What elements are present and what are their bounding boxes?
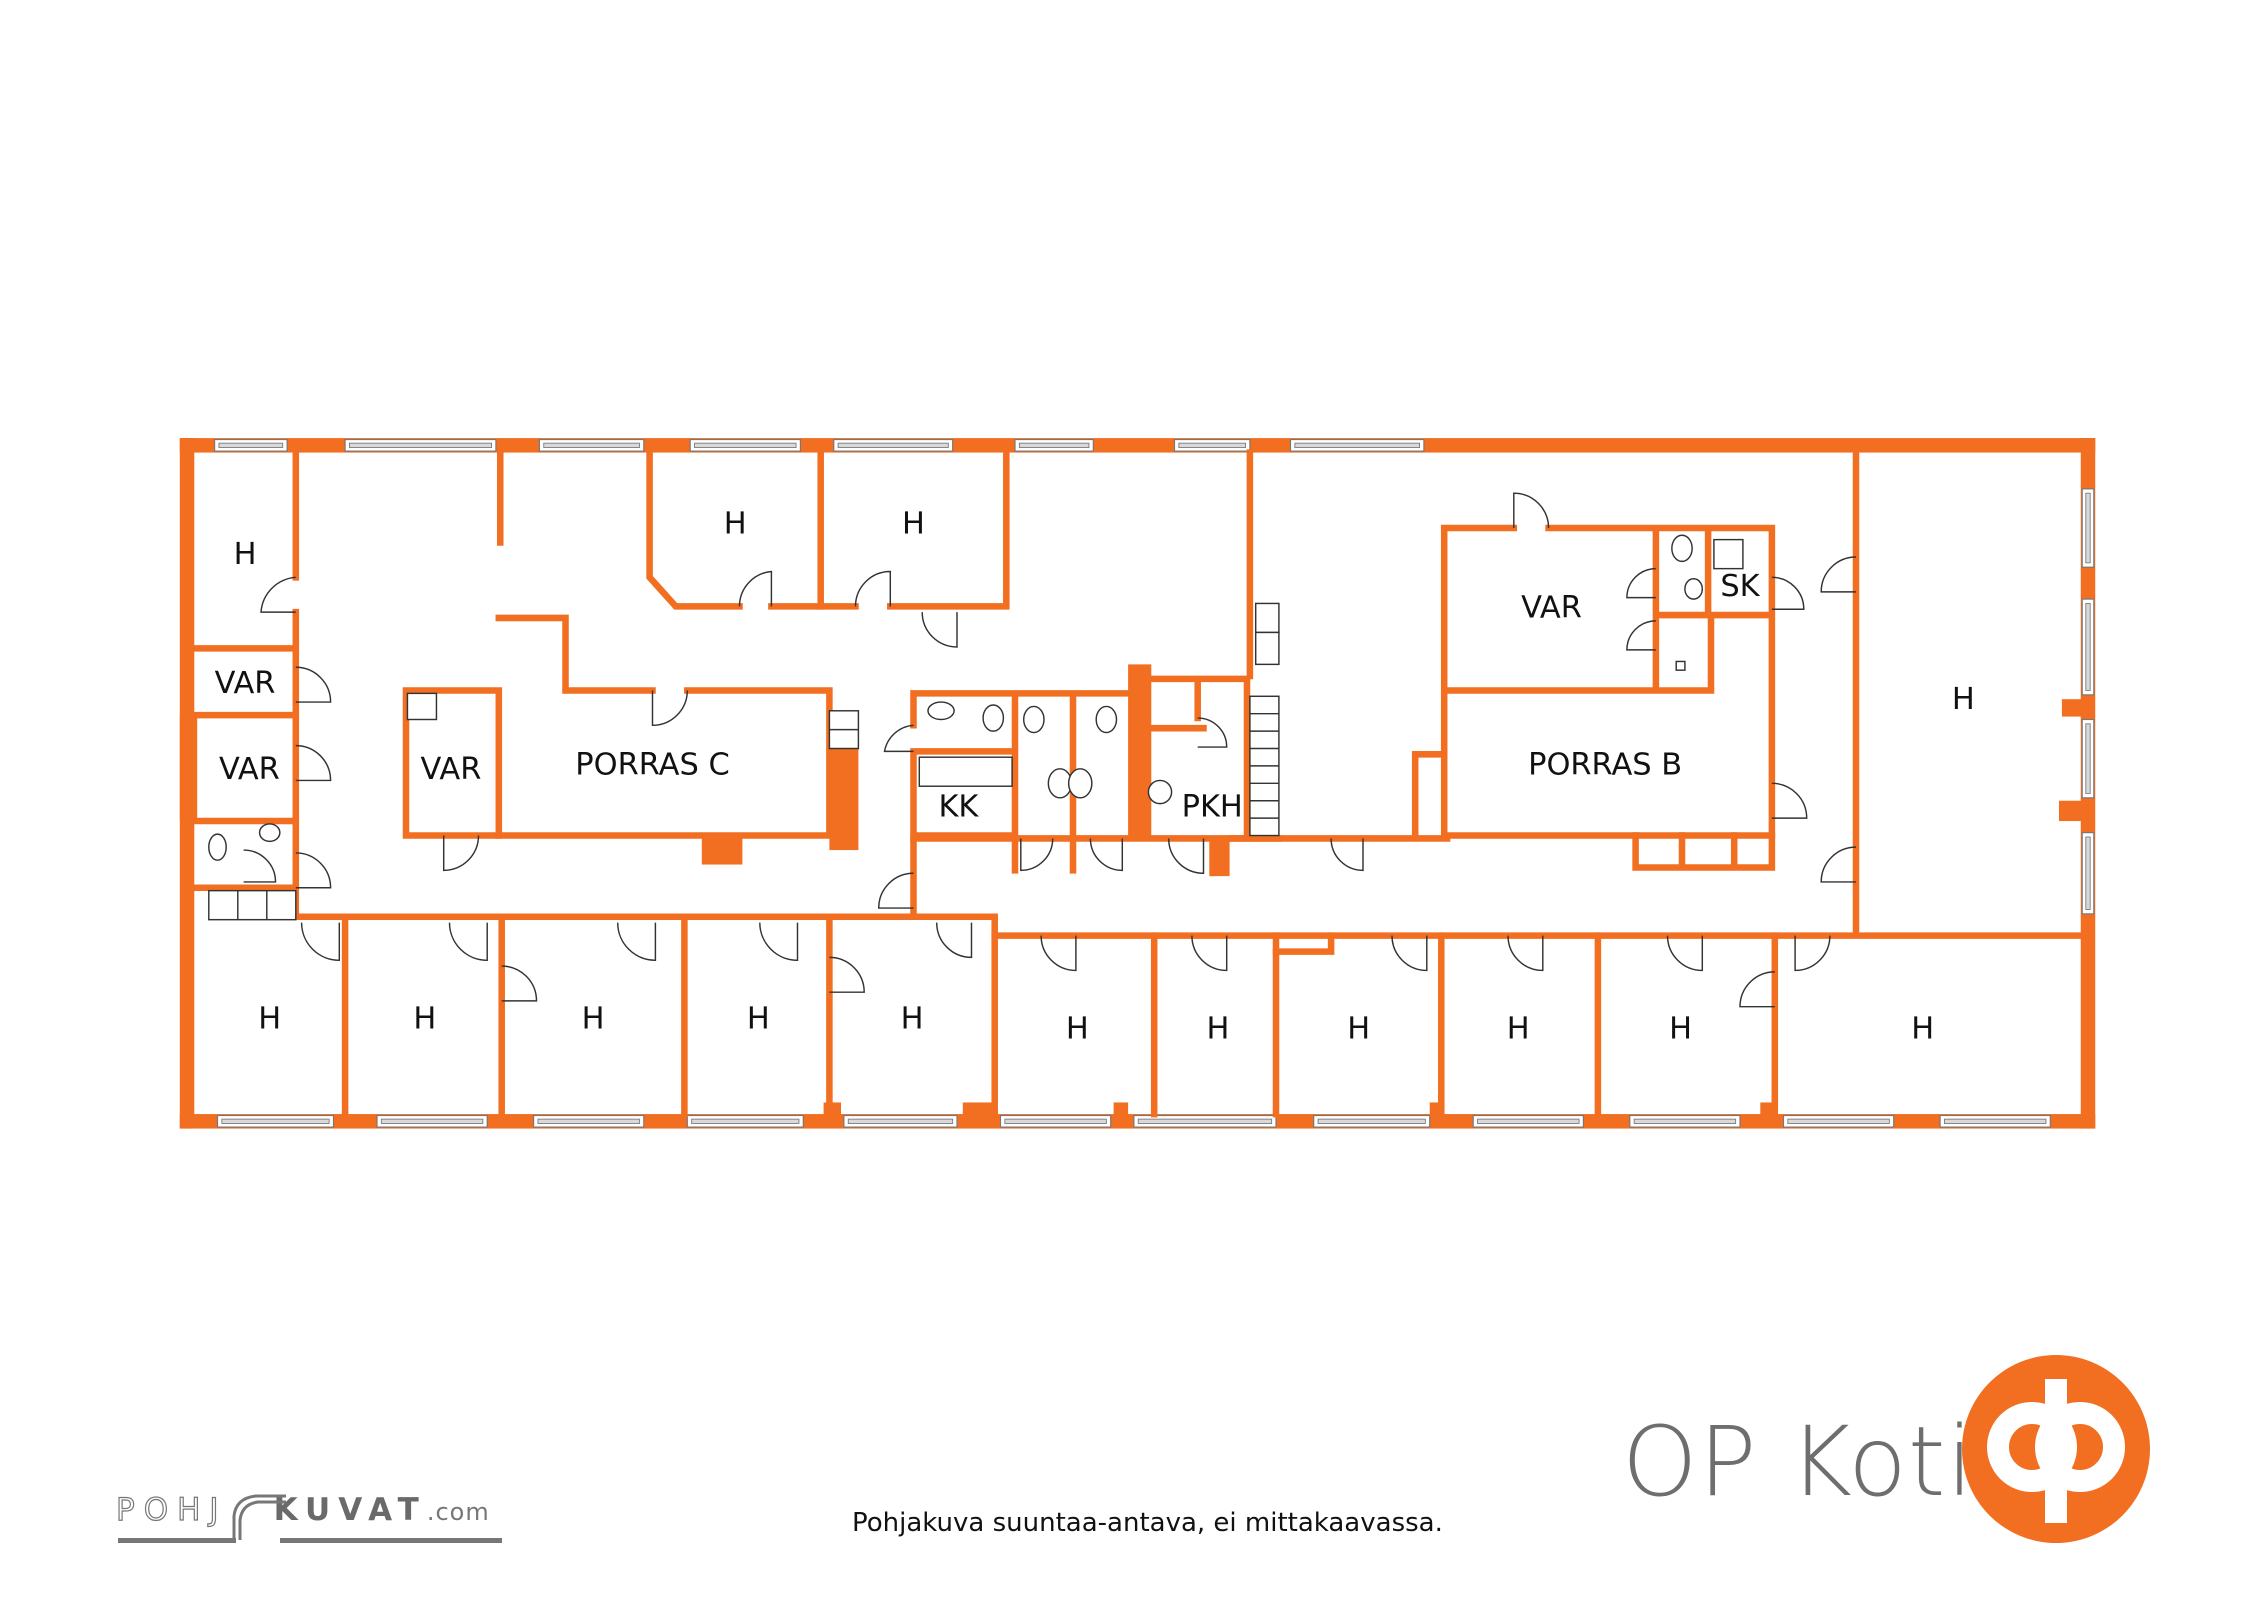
room-label-sk: SK (1720, 569, 1760, 604)
room-label-pkh: PKH (1182, 789, 1243, 824)
room-label-porras-b: PORRAS B (1528, 747, 1682, 782)
room-label-h: H (413, 1001, 436, 1036)
interior-walls (191, 449, 2085, 1118)
pohjakuvat-underline (118, 1538, 236, 1543)
doors (243, 492, 1857, 1008)
brand-name: OP Koti (1622, 1406, 1975, 1518)
room-label-kk: KK (938, 789, 979, 824)
room-label-var: VAR (421, 752, 482, 787)
room-label-porras-c: PORRAS C (575, 747, 729, 782)
room-label-h: H (747, 1001, 770, 1036)
room-label-h: H (1066, 1011, 1089, 1046)
room-label-h: H (1207, 1011, 1230, 1046)
room-label-h: H (902, 507, 925, 542)
pohjakuvat-underline (280, 1538, 502, 1543)
room-label-h: H (258, 1001, 281, 1036)
room-label-h: H (1952, 682, 1975, 717)
room-label-var: VAR (215, 666, 276, 701)
disclaimer-caption: Pohjakuva suuntaa-antava, ei mittakaavas… (852, 1508, 1443, 1538)
room-label-h: H (582, 1001, 605, 1036)
pohjakuvat-arch-icon (232, 1494, 286, 1540)
room-labels: H VAR VAR VAR PORRAS C H H KK PKH VAR SK… (215, 507, 1975, 1047)
fixtures (208, 534, 1744, 921)
wall-blocks (701, 664, 1778, 1117)
room-label-h: H (724, 507, 747, 542)
room-label-var: VAR (219, 752, 280, 787)
room-label-h-nw: H (234, 537, 257, 572)
op-logo-icon (1962, 1355, 2150, 1543)
room-label-h: H (1911, 1011, 1934, 1046)
room-label-h: H (1669, 1011, 1692, 1046)
room-label-h: H (901, 1001, 924, 1036)
room-label-h: H (1347, 1011, 1370, 1046)
room-label-h: H (1507, 1011, 1530, 1046)
windows (214, 438, 2095, 1128)
room-label-var: VAR (1521, 591, 1582, 626)
